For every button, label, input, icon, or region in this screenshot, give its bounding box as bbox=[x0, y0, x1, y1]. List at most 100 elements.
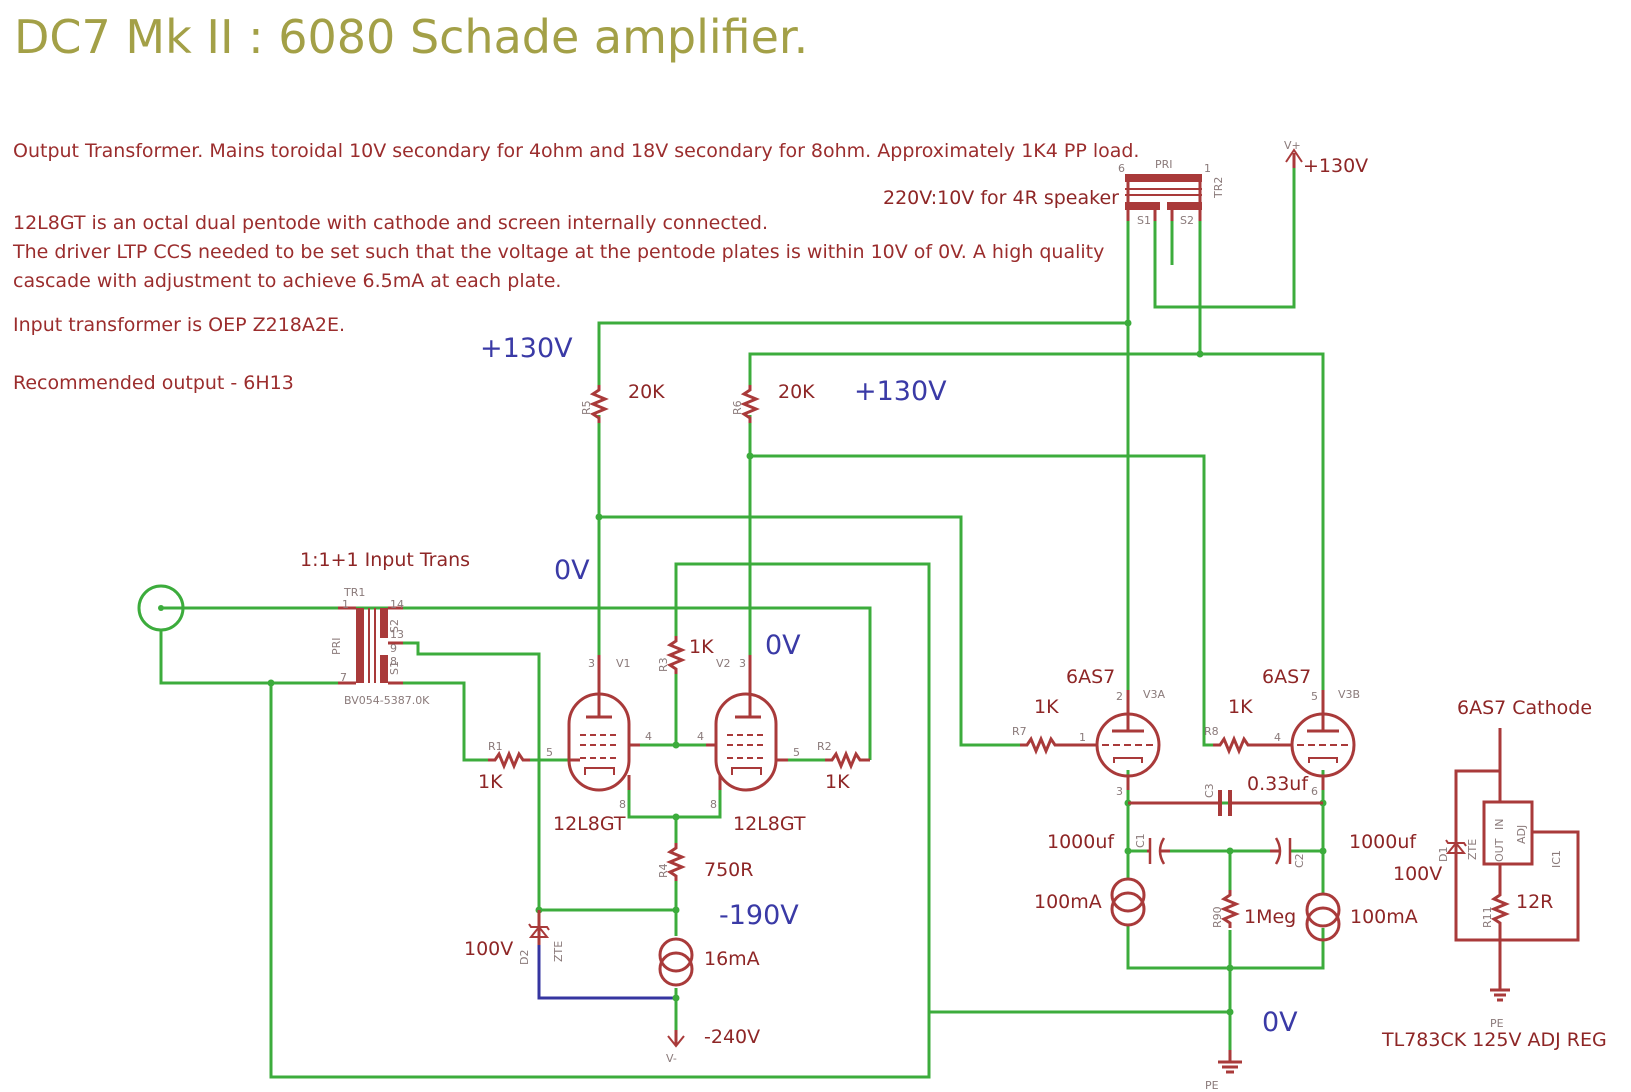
input-return bbox=[159, 630, 338, 685]
input-transformer bbox=[338, 606, 403, 685]
r2-ref: R2 bbox=[817, 740, 832, 753]
r1-value: 1K bbox=[478, 771, 503, 793]
ccs-right bbox=[1305, 892, 1341, 942]
tr1-part: BV054-5387.0K bbox=[344, 694, 430, 707]
ic1-in: IN bbox=[1493, 819, 1506, 830]
r5-value: 20K bbox=[628, 381, 665, 403]
capacitor-c3 bbox=[1128, 790, 1323, 816]
v1-pin3: 3 bbox=[588, 657, 595, 670]
r7-body bbox=[1020, 735, 1075, 755]
r2-value: 1K bbox=[825, 771, 850, 793]
r6-value: 20K bbox=[778, 381, 815, 403]
tr1-pri: PRI bbox=[330, 637, 343, 655]
tr2-pin6: 6 bbox=[1118, 162, 1125, 175]
note-12l8gt: 12L8GT is an octal dual pentode with cat… bbox=[13, 212, 768, 234]
zero-volt-loop bbox=[269, 562, 931, 1079]
capacitor-c2 bbox=[1270, 837, 1292, 865]
v2-type: 12L8GT bbox=[733, 813, 806, 835]
note-ltp-ccs: The driver LTP CCS needed to be set such… bbox=[12, 241, 1104, 263]
tr1-ct-wire bbox=[403, 641, 541, 910]
r3-value: 1K bbox=[689, 636, 714, 658]
r11-body bbox=[1490, 890, 1510, 928]
tr2-s1: S1 bbox=[1137, 214, 1151, 227]
r8-body bbox=[1213, 735, 1270, 755]
v1-pin5: 5 bbox=[546, 746, 553, 759]
tr1-s2: S2 bbox=[388, 619, 401, 633]
capacitor-c1 bbox=[1147, 837, 1170, 865]
r4-ref: R4 bbox=[657, 863, 670, 878]
regulator-name: TL783CK 125V ADJ REG bbox=[1381, 1029, 1607, 1051]
tail-voltage: -190V bbox=[719, 900, 799, 931]
zener-d2 bbox=[528, 910, 550, 945]
r1-ref: R1 bbox=[488, 740, 503, 753]
vplus-tag: V+ bbox=[1284, 139, 1301, 152]
r11-value: 12R bbox=[1516, 891, 1553, 913]
neg240-label: -240V bbox=[704, 1026, 760, 1048]
v2-pin4: 4 bbox=[697, 730, 704, 743]
tube-v3b bbox=[1270, 690, 1356, 790]
tr1-pin1: 1 bbox=[342, 598, 349, 611]
v2-pin5: 5 bbox=[793, 746, 800, 759]
v1-plate-voltage: 0V bbox=[554, 555, 590, 586]
v2-pin3: 3 bbox=[739, 657, 746, 670]
nets bbox=[159, 153, 1325, 1079]
r2-body bbox=[825, 750, 870, 770]
input-connector bbox=[137, 584, 185, 632]
r5-rail-voltage: +130V bbox=[480, 333, 573, 364]
r3-ref: R3 bbox=[657, 657, 670, 672]
tr2-pri: PRI bbox=[1155, 158, 1173, 171]
output-transformer bbox=[1125, 174, 1202, 221]
tr2-pin1: 1 bbox=[1204, 162, 1211, 175]
note-recommended-output: Recommended output - 6H13 bbox=[13, 372, 294, 394]
v3a-ref: V3A bbox=[1143, 688, 1166, 701]
c3-value: 0.33uf bbox=[1247, 773, 1309, 795]
v3b-type: 6AS7 bbox=[1262, 666, 1311, 688]
r7-ref: R7 bbox=[1012, 725, 1027, 738]
r7-value: 1K bbox=[1034, 696, 1059, 718]
r90-ref: R90 bbox=[1211, 906, 1224, 928]
ic1-ref: IC1 bbox=[1550, 850, 1563, 868]
ccs-left-value: 100mA bbox=[1034, 891, 1102, 913]
ccs-right-value: 100mA bbox=[1350, 906, 1418, 928]
schematic-title: DC7 Mk II : 6080 Schade amplifier. bbox=[14, 10, 808, 64]
c1-value: 1000uf bbox=[1047, 831, 1115, 853]
c3-ref: C3 bbox=[1203, 783, 1216, 798]
vplus-arrow bbox=[1285, 148, 1303, 168]
vplus-wire bbox=[1153, 153, 1296, 309]
r1-body bbox=[488, 750, 530, 770]
r7-feed bbox=[599, 515, 1020, 747]
r90-body bbox=[1220, 890, 1240, 928]
v2-plate-voltage: 0V bbox=[765, 630, 801, 661]
vplus-label: +130V bbox=[1303, 155, 1368, 177]
v1-pin4: 4 bbox=[645, 730, 652, 743]
tr2-s2: S2 bbox=[1180, 214, 1194, 227]
r8-feed bbox=[750, 454, 1213, 747]
tube-v1 bbox=[567, 655, 640, 792]
tr1-pin8: 8 bbox=[390, 655, 397, 668]
tr1-pin14-wire bbox=[183, 606, 872, 760]
d2-anode-wire bbox=[537, 945, 676, 1000]
ccs-left bbox=[1110, 877, 1146, 927]
r90-value: 1Meg bbox=[1244, 906, 1296, 928]
ccs-driver bbox=[658, 937, 694, 987]
ic1-adj: ADJ bbox=[1515, 825, 1528, 844]
c2-value: 1000uf bbox=[1349, 831, 1417, 853]
tr2-ref: TR2 bbox=[1212, 177, 1225, 199]
resistors bbox=[488, 385, 1510, 928]
v3a-pin1: 1 bbox=[1079, 731, 1086, 744]
tr1-pin7: 7 bbox=[340, 671, 347, 684]
ground-voltage: 0V bbox=[1262, 1007, 1298, 1038]
v1-type: 12L8GT bbox=[553, 813, 626, 835]
r11-ref: R11 bbox=[1481, 906, 1494, 928]
r6-rail-voltage: +130V bbox=[854, 376, 947, 407]
r8-ref: R8 bbox=[1204, 725, 1219, 738]
input-trans-name: 1:1+1 Input Trans bbox=[300, 549, 470, 571]
v3b-pin5: 5 bbox=[1311, 690, 1318, 703]
d1-value: 100V bbox=[1393, 863, 1442, 885]
tr1-pin13: 13 bbox=[390, 628, 404, 641]
r5-ref: R5 bbox=[580, 400, 593, 415]
v3b-pin6: 6 bbox=[1311, 785, 1318, 798]
vminus-tag: V- bbox=[666, 1052, 677, 1065]
v3a-type: 6AS7 bbox=[1066, 666, 1115, 688]
